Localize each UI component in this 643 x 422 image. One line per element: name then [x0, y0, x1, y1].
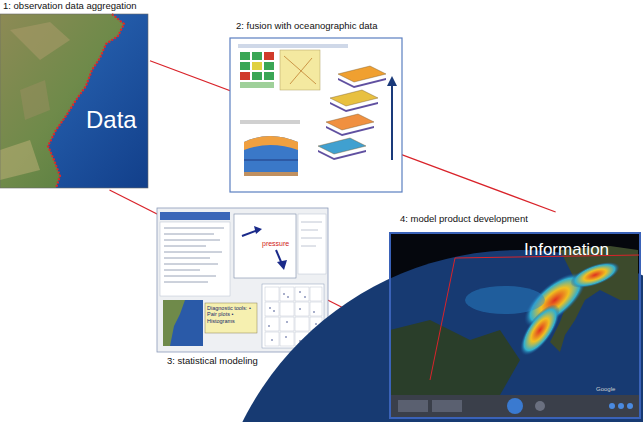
- software-screenshot: [157, 208, 328, 352]
- panel-title: 3: statistical modeling: [167, 356, 258, 367]
- overlay-word: Data: [86, 106, 137, 134]
- panel-title: 4: model product development: [400, 214, 528, 225]
- panel: 2: fusion with oceanographic data: [228, 20, 404, 194]
- diagnostic-note: Diagnostic tools: • Pair plots • Histogr…: [207, 305, 255, 324]
- coast-map: [0, 14, 148, 188]
- panel-title: 2: fusion with oceanographic data: [236, 21, 378, 32]
- fusion-panel: [230, 38, 402, 192]
- overlay-word: Information: [524, 240, 609, 260]
- panel-title: 1: observation data aggregation: [3, 1, 137, 12]
- panel: 1: observation data aggregationData: [0, 0, 150, 190]
- panel: 3: statistical modeling: [155, 206, 330, 370]
- callout-text: pressure: [262, 240, 302, 248]
- globe-view: [210, 233, 643, 422]
- watermark: Google: [596, 386, 636, 393]
